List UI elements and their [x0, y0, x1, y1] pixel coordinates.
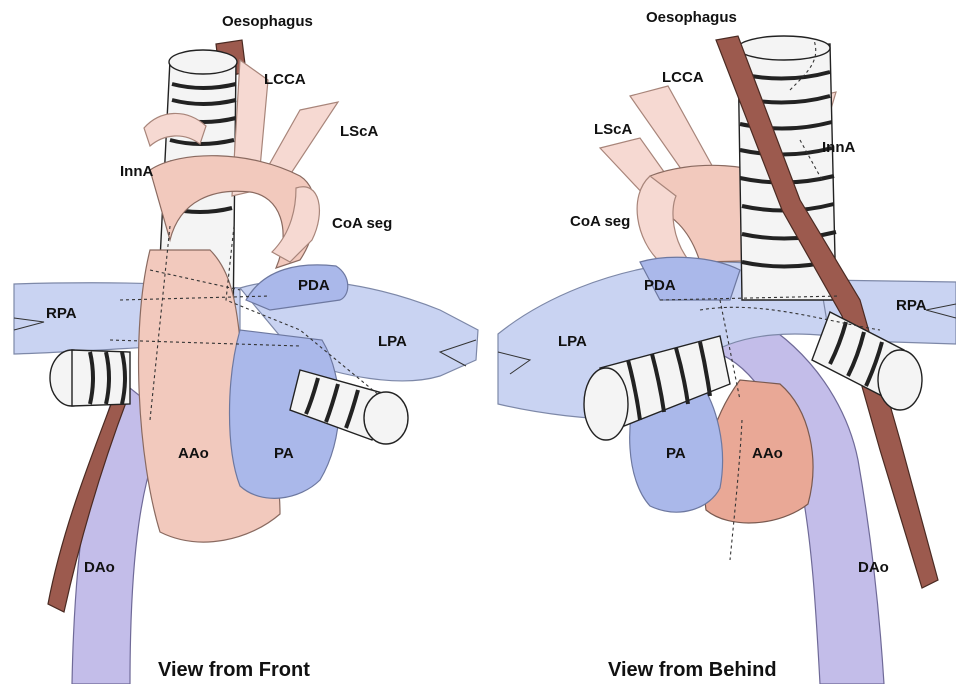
front-label-rpa: RPA — [46, 305, 77, 322]
behind-right-bronchus — [878, 350, 922, 410]
front-label-oesophagus: Oesophagus — [222, 13, 313, 30]
front-label-aao: AAo — [178, 445, 209, 462]
front-trachea-top — [169, 50, 237, 74]
behind-view-panel: Oesophagus LCCA LScA InnA CoA seg PDA RP… — [498, 9, 956, 684]
front-label-coa-seg: CoA seg — [332, 215, 392, 232]
behind-trachea-top — [738, 36, 830, 60]
behind-label-aao: AAo — [752, 445, 783, 462]
front-caption: View from Front — [158, 659, 310, 681]
behind-left-bronchus — [584, 368, 628, 440]
front-label-lsca: LScA — [340, 123, 379, 140]
behind-label-inna: InnA — [822, 139, 855, 156]
behind-label-pa: PA — [666, 445, 686, 462]
front-label-pda: PDA — [298, 277, 330, 294]
behind-label-dao: DAo — [858, 559, 889, 576]
front-label-lcca: LCCA — [264, 71, 306, 88]
behind-label-oesophagus: Oesophagus — [646, 9, 737, 26]
front-label-dao: DAo — [84, 559, 115, 576]
front-label-pa: PA — [274, 445, 294, 462]
behind-caption: View from Behind — [608, 659, 777, 681]
behind-label-lsca: LScA — [594, 121, 633, 138]
front-label-lpa: LPA — [378, 333, 407, 350]
front-view-panel: Oesophagus LCCA LScA InnA CoA seg PDA RP… — [14, 13, 478, 684]
behind-label-lcca: LCCA — [662, 69, 704, 86]
front-left-bronchus — [364, 392, 408, 444]
front-label-inna: InnA — [120, 163, 153, 180]
behind-label-rpa: RPA — [896, 297, 927, 314]
behind-label-pda: PDA — [644, 277, 676, 294]
behind-label-lpa: LPA — [558, 333, 587, 350]
behind-label-coa-seg: CoA seg — [570, 213, 630, 230]
